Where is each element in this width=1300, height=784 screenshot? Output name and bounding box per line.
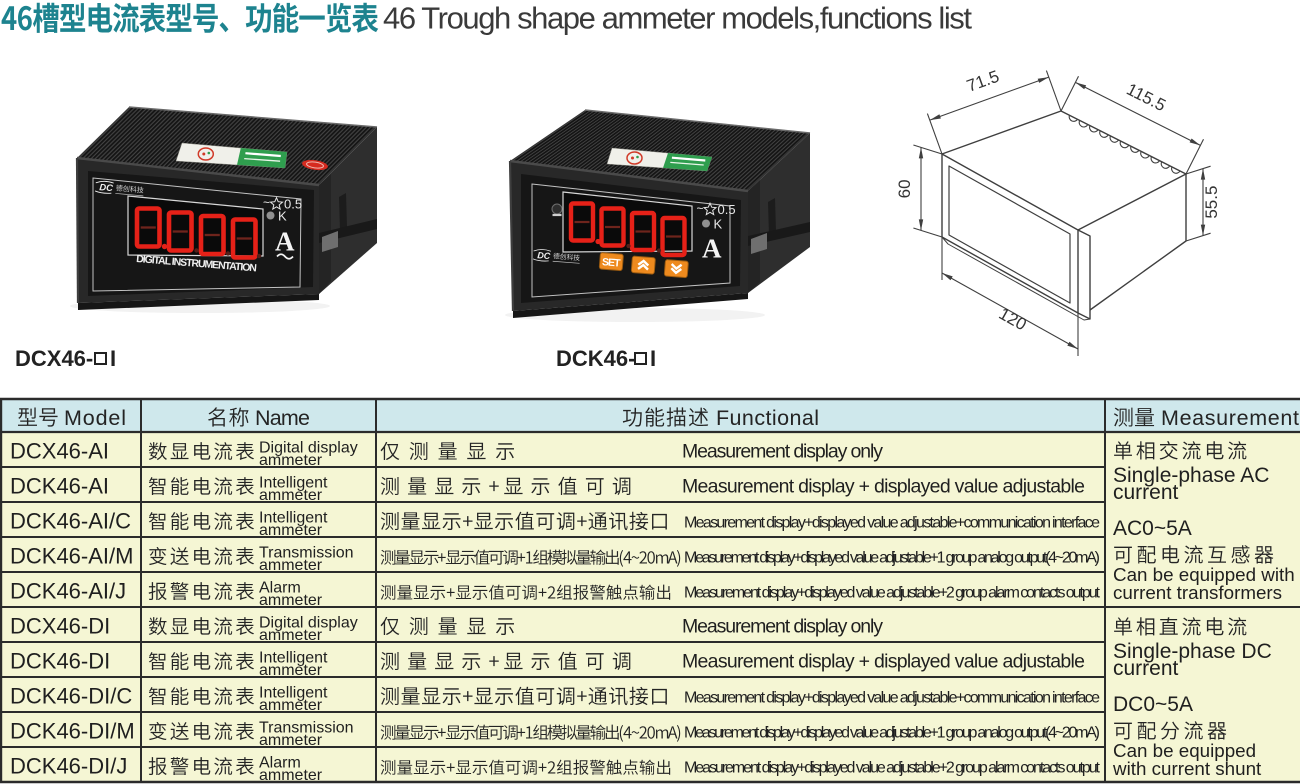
svg-text:DCX46-AI: DCX46-AI [10, 439, 109, 464]
svg-text:current transformers: current transformers [1113, 582, 1282, 603]
svg-text:Measurement display+displayed: Measurement display+displayed value adju… [684, 690, 1100, 707]
svg-text:60: 60 [895, 179, 914, 198]
svg-text:AC0~5A: AC0~5A [1113, 517, 1192, 540]
svg-text:A: A [275, 227, 295, 257]
svg-text:ammeter: ammeter [259, 522, 323, 539]
svg-text:K: K [714, 217, 723, 232]
svg-text:Intelligent: Intelligent [259, 650, 328, 667]
svg-text:DC: DC [99, 181, 114, 193]
svg-text:Single-phase AC: Single-phase AC [1113, 464, 1269, 487]
svg-text:SET: SET [601, 256, 621, 269]
svg-text:DC0~5A: DC0~5A [1113, 693, 1193, 716]
svg-text:Model: Model [64, 406, 126, 430]
svg-text:DCX46-DI: DCX46-DI [10, 614, 110, 639]
svg-text:Measurement display+displayed: Measurement display+displayed value adju… [684, 585, 1101, 602]
svg-text:0.5: 0.5 [718, 202, 736, 217]
svg-text:Digital display: Digital display [259, 615, 358, 632]
svg-text:Transmission: Transmission [259, 545, 354, 562]
svg-text:ammeter: ammeter [259, 662, 323, 679]
svg-text:55.5: 55.5 [1202, 186, 1221, 219]
svg-text:0.5: 0.5 [284, 197, 302, 212]
svg-text:Intelligent: Intelligent [259, 475, 328, 492]
svg-text:with current shunt: with current shunt [1112, 758, 1262, 779]
svg-text:ammeter: ammeter [259, 697, 323, 714]
svg-text:DCK46-AI/C: DCK46-AI/C [10, 509, 131, 534]
svg-text:A: A [702, 234, 722, 264]
svg-text:120: 120 [996, 304, 1030, 334]
svg-text:Alarm: Alarm [259, 755, 301, 772]
svg-text:Functional: Functional [716, 406, 819, 430]
svg-text:DCK46-DI: DCK46-DI [10, 649, 110, 674]
svg-text:ammeter: ammeter [259, 487, 323, 504]
svg-text:current: current [1113, 481, 1179, 504]
svg-text:~: ~ [263, 196, 270, 210]
svg-text:Can be equipped: Can be equipped [1113, 740, 1256, 761]
svg-text:Single-phase DC: Single-phase DC [1113, 640, 1272, 663]
svg-text:Measurement display + displaye: Measurement display + displayed value ad… [682, 651, 1085, 673]
svg-text:Measurement display + displaye: Measurement display + displayed value ad… [682, 476, 1085, 498]
svg-text:current: current [1113, 657, 1179, 680]
svg-text:71.5: 71.5 [964, 67, 1002, 96]
svg-text:ammeter: ammeter [259, 452, 323, 469]
svg-text:DCK46-DI/M: DCK46-DI/M [10, 719, 135, 744]
svg-text:~: ~ [697, 202, 704, 216]
svg-text:Measurement display+displayed: Measurement display+displayed value adju… [684, 725, 1100, 742]
svg-text:Measurement display only: Measurement display only [682, 616, 883, 638]
svg-text:DCX46-: DCX46- [15, 346, 93, 371]
svg-text:Measurement display only: Measurement display only [682, 441, 883, 463]
svg-text:I: I [110, 346, 116, 371]
svg-text:Measurement display+displayed: Measurement display+displayed value adju… [684, 760, 1101, 777]
svg-text:Intelligent: Intelligent [259, 510, 328, 527]
svg-text:DCK46-AI/J: DCK46-AI/J [10, 579, 126, 604]
svg-text:Alarm: Alarm [259, 580, 301, 597]
svg-text:Digital display: Digital display [259, 440, 358, 457]
svg-text:Transmission: Transmission [259, 720, 354, 737]
svg-text:I: I [650, 346, 656, 371]
svg-text:DC: DC [537, 250, 551, 261]
svg-text:ammeter: ammeter [259, 557, 323, 574]
svg-text:Can be equipped with: Can be equipped with [1113, 564, 1295, 585]
svg-text:Measurement display+displayed: Measurement display+displayed value adju… [684, 515, 1100, 532]
svg-text:DCK46-DI/C: DCK46-DI/C [10, 684, 132, 709]
svg-text:ammeter: ammeter [259, 767, 323, 784]
svg-text:ammeter: ammeter [259, 592, 323, 609]
svg-text:DCK46-AI: DCK46-AI [10, 474, 109, 499]
svg-text:DCK46-: DCK46- [556, 346, 635, 371]
svg-text:DCK46-AI/M: DCK46-AI/M [10, 544, 133, 569]
svg-text:K: K [278, 209, 287, 224]
svg-text:Measurement display+displayed: Measurement display+displayed value adju… [684, 550, 1100, 567]
svg-text:46 Trough shape ammeter models: 46 Trough shape ammeter models,functions… [383, 1, 972, 36]
svg-text:ammeter: ammeter [259, 627, 323, 644]
svg-text:ammeter: ammeter [259, 732, 323, 749]
svg-text:Name: Name [255, 406, 310, 430]
svg-text:Intelligent: Intelligent [259, 685, 328, 702]
svg-text:DCK46-DI/J: DCK46-DI/J [10, 754, 127, 779]
svg-text:Measurement: Measurement [1161, 406, 1299, 430]
